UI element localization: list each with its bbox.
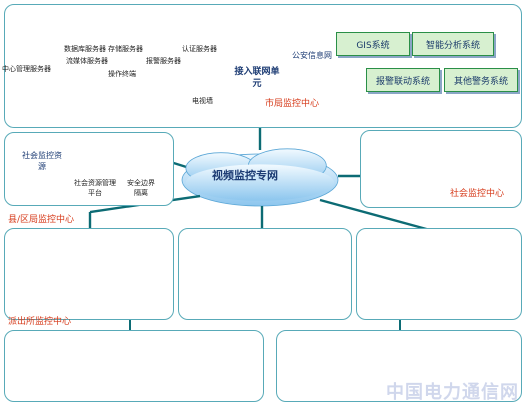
city-server-label-1: 中心管理服务器 (2, 65, 51, 73)
city-server-label-2: 数据库服务器 (64, 45, 106, 53)
city-server-label-6: 认证服务器 (182, 45, 217, 53)
city-center-panel (4, 4, 522, 128)
police-net-label: 公安信息网 (292, 51, 332, 60)
social-resource-cloud-label: 社会监控资源 (22, 151, 62, 171)
firewall-label: 安全边界隔离 (127, 179, 155, 197)
other-police-box: 其他警务系统 (444, 68, 518, 92)
city-center-title: 市局监控中心 (265, 99, 320, 109)
district-panel-3 (356, 228, 522, 320)
district-panel-1 (4, 228, 174, 320)
city-server-label-3: 流媒体服务器 (66, 57, 108, 65)
smart-analysis-box: 智能分析系统 (412, 32, 494, 56)
station-title: 派出所监控中心 (8, 317, 72, 327)
city-server-label-4: 存储服务器 (108, 45, 143, 53)
watermark: 中国电力通信网 (386, 382, 519, 403)
gis-system-box: GIS系统 (336, 32, 410, 56)
video-network-label: 视频监控专网 (212, 169, 278, 182)
social-platform-label: 社会资源管理平台 (74, 179, 116, 197)
station-panel-1 (4, 330, 264, 402)
alarm-linkage-box: 报警联动系统 (366, 68, 440, 92)
station-panel-2 (276, 330, 522, 402)
social-center-title: 社会监控中心 (450, 189, 505, 199)
social-center-panel (360, 130, 522, 208)
city-tv-wall-label: 电视墙 (192, 97, 213, 105)
video-network-cloud (181, 148, 339, 207)
district-panel-2 (178, 228, 352, 320)
social-resource-panel (4, 132, 174, 206)
net-to-district-3 (319, 198, 431, 232)
city-op-label: 操作终端 (108, 70, 136, 78)
district-title: 县/区局监控中心 (8, 215, 75, 225)
gateway-label: 接入联网单元 (234, 67, 280, 89)
city-server-label-5: 报警服务器 (146, 57, 181, 65)
